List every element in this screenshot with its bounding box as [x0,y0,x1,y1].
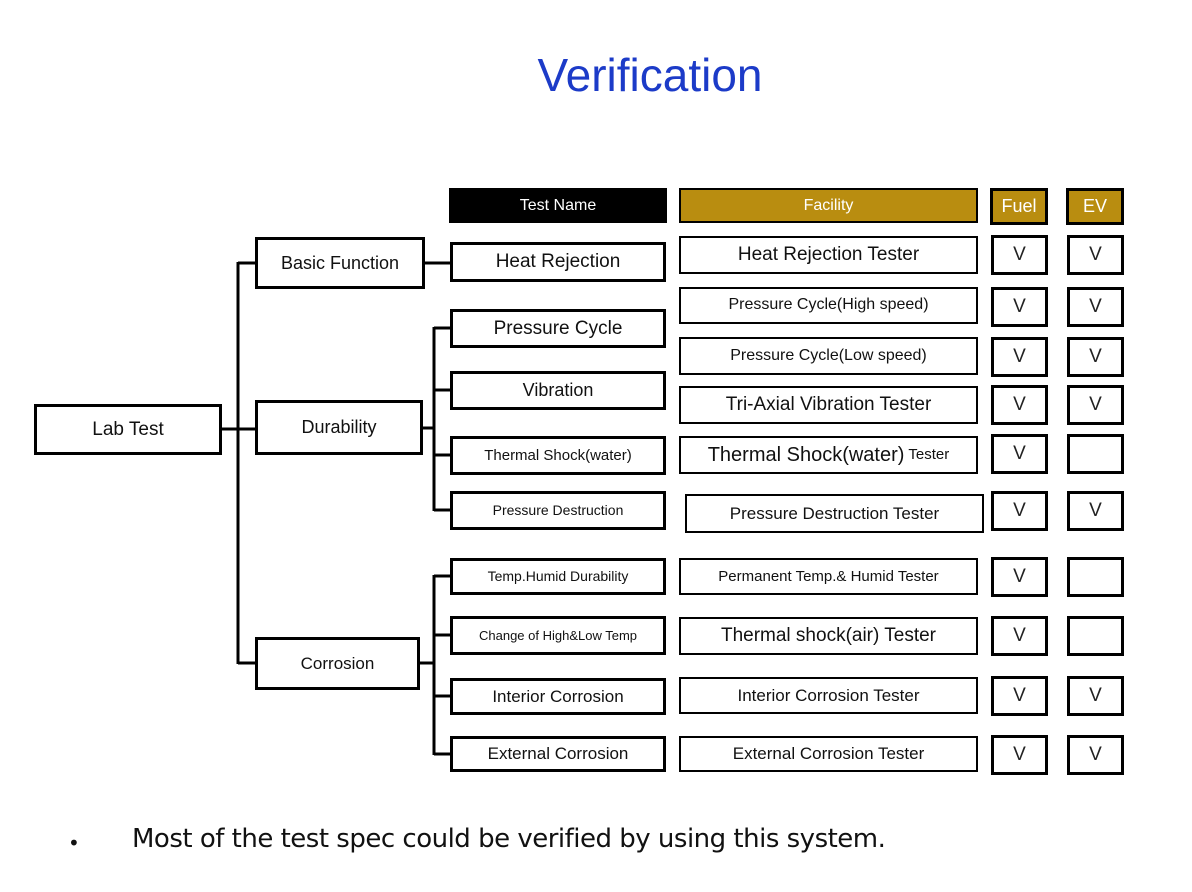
fuel-check-cell: V [991,491,1048,531]
facility-box-thermal-shock-air: Thermal shock(air) Tester [679,617,978,655]
tree-node-basic-function: Basic Function [255,237,425,289]
facility-box-pressure-cycle-high: Pressure Cycle(High speed) [679,287,978,324]
facility-box-pressure-destruction: Pressure Destruction Tester [685,494,984,533]
ev-check-cell: V [1067,735,1124,775]
ev-check-cell: V [1067,337,1124,377]
ev-check-cell: V [1067,235,1124,275]
column-header-ev: EV [1066,188,1124,225]
ev-check-cell: V [1067,385,1124,425]
test-name-box-interior-corrosion: Interior Corrosion [450,678,666,715]
fuel-check-cell: V [991,557,1048,597]
test-name-box-vibration: Vibration [450,371,666,410]
facility-box-tri-axial-vibration: Tri-Axial Vibration Tester [679,386,978,424]
facility-box-pressure-cycle-low: Pressure Cycle(Low speed) [679,337,978,375]
fuel-check-cell: V [991,735,1048,775]
ev-check-cell [1067,616,1124,656]
fuel-check-cell: V [991,287,1048,327]
facility-box-heat-rejection: Heat Rejection Tester [679,236,978,274]
page-title: Verification [537,49,763,101]
facility-box-permanent-temp-humid: Permanent Temp.& Humid Tester [679,558,978,595]
test-name-box-change-high-low-temp: Change of High&Low Temp [450,616,666,655]
test-name-box-pressure-destruction: Pressure Destruction [450,491,666,530]
ev-check-cell [1067,434,1124,474]
fuel-check-cell: V [991,616,1048,656]
column-header-test-name: Test Name [449,188,667,223]
facility-box-thermal-shock-water: Thermal Shock(water)Tester [679,436,978,474]
column-header-fuel: Fuel [990,188,1048,225]
tree-node-durability: Durability [255,400,423,455]
test-name-box-external-corrosion: External Corrosion [450,736,666,772]
fuel-check-cell: V [991,385,1048,425]
tree-node-lab-test: Lab Test [34,404,222,455]
fuel-check-cell: V [991,676,1048,716]
facility-box-interior-corrosion: Interior Corrosion Tester [679,677,978,714]
tree-node-corrosion: Corrosion [255,637,420,690]
facility-label: Thermal Shock(water) [707,443,905,466]
test-name-box-thermal-shock-water: Thermal Shock(water) [450,436,666,475]
ev-check-cell: V [1067,491,1124,531]
test-name-box-heat-rejection: Heat Rejection [450,242,666,282]
fuel-check-cell: V [991,434,1048,474]
test-name-box-pressure-cycle: Pressure Cycle [450,309,666,348]
test-name-box-temp-humid-durability: Temp.Humid Durability [450,558,666,595]
facility-label-suffix: Tester [908,446,950,464]
bullet-marker: • [68,831,80,855]
facility-box-external-corrosion: External Corrosion Tester [679,736,978,772]
fuel-check-cell: V [991,337,1048,377]
fuel-check-cell: V [991,235,1048,275]
column-header-facility: Facility [679,188,978,223]
ev-check-cell: V [1067,287,1124,327]
footer-text: Most of the test spec could be verified … [132,824,886,854]
ev-check-cell: V [1067,676,1124,716]
ev-check-cell [1067,557,1124,597]
